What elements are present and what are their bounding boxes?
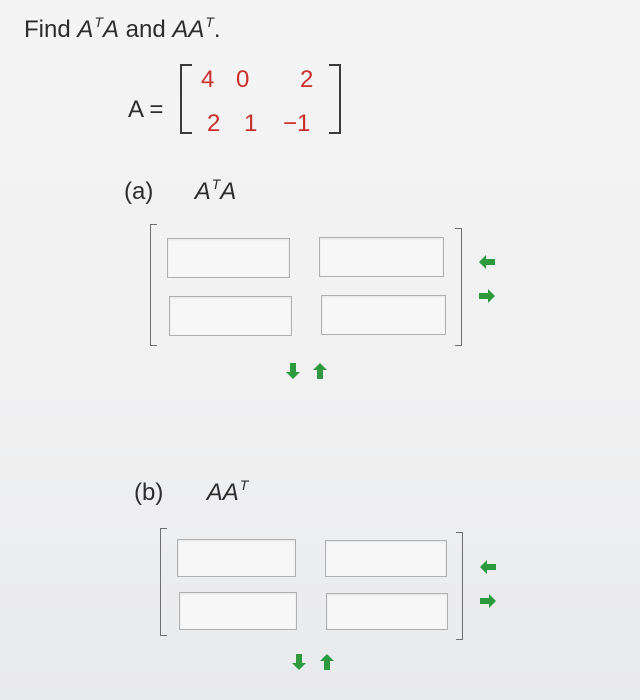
part-b-aa: AA <box>206 479 239 506</box>
matrix-left-bracket <box>180 64 192 134</box>
matrix-right-bracket <box>329 64 341 134</box>
arrow-up-icon[interactable] <box>311 362 329 380</box>
part-a-a2: A <box>220 178 237 205</box>
arrow-left-icon[interactable] <box>479 558 497 576</box>
answer-a-left-bracket <box>150 224 157 346</box>
matrix-cell: 2 <box>300 66 314 93</box>
title-a: A <box>77 16 94 43</box>
title-period: . <box>213 16 221 43</box>
answer-b-cell-r1c2[interactable] <box>325 540 447 577</box>
arrow-left-icon[interactable] <box>478 253 496 271</box>
part-a-label: (a) <box>124 178 154 205</box>
answer-a-right-bracket <box>455 228 462 346</box>
answer-a-cell-r2c1[interactable] <box>169 296 292 336</box>
matrix-cell: 2 <box>207 110 221 137</box>
answer-b-right-bracket <box>456 532 463 640</box>
arrow-down-icon[interactable] <box>290 653 308 671</box>
matrix-cell: 4 <box>201 66 215 93</box>
title-transpose2: T <box>205 14 214 30</box>
answer-b-cell-r1c1[interactable] <box>177 539 296 577</box>
answer-b-left-bracket <box>160 528 167 636</box>
part-a-heading: (a) ATA <box>124 176 236 206</box>
answer-a-cell-r2c2[interactable] <box>321 295 446 335</box>
part-a-transpose: T <box>211 176 221 192</box>
title-aa: AA <box>172 16 205 43</box>
arrow-up-icon[interactable] <box>318 653 336 671</box>
answer-b-cell-r2c2[interactable] <box>326 593 448 630</box>
answer-a-cell-r1c1[interactable] <box>167 238 290 278</box>
arrow-right-icon[interactable] <box>479 592 497 610</box>
matrix-cell: −1 <box>283 110 311 137</box>
part-b-transpose: T <box>239 477 249 493</box>
title-and: and <box>125 16 166 43</box>
part-b-heading: (b) AAT <box>134 477 248 507</box>
part-a-a: A <box>194 178 211 205</box>
matrix-cell: 1 <box>244 110 258 137</box>
question-title: Find ATA and AAT. <box>24 14 221 44</box>
matrix-cell: 0 <box>236 66 250 93</box>
part-b-label: (b) <box>134 479 164 506</box>
answer-a-cell-r1c2[interactable] <box>319 237 444 277</box>
answer-b-cell-r2c1[interactable] <box>179 592 297 630</box>
title-a2: A <box>102 16 119 43</box>
title-find: Find <box>24 16 71 43</box>
matrix-label: A = <box>128 96 164 123</box>
arrow-right-icon[interactable] <box>478 287 496 305</box>
title-transpose: T <box>94 14 103 30</box>
arrow-down-icon[interactable] <box>284 362 302 380</box>
